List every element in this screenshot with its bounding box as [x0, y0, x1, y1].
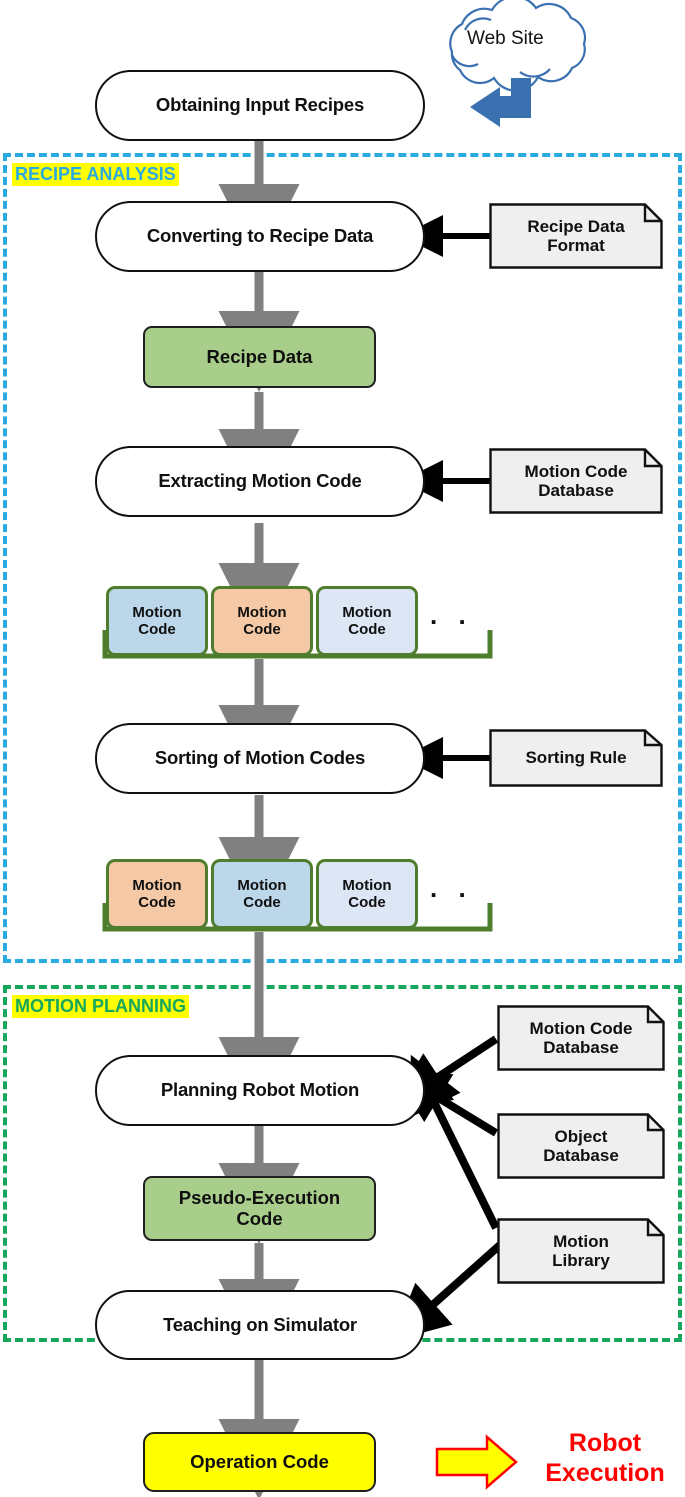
doc-motion-library[interactable]: Motion Library [497, 1218, 665, 1284]
data-label-line1: Pseudo-Execution [178, 1186, 341, 1208]
motion-code-chip[interactable]: Motion Code [211, 586, 313, 656]
chip-label-line1: Motion [237, 876, 287, 894]
data-pseudo-execution-code[interactable]: Pseudo-Execution Code [143, 1176, 376, 1241]
motion-code-row-ellipsis: . . [430, 873, 473, 903]
chip-label-line1: Motion [237, 603, 287, 621]
chip-label-line1: Motion [342, 603, 392, 621]
doc-label-line1: Motion [553, 1231, 609, 1251]
process-label: Planning Robot Motion [160, 1079, 360, 1101]
process-converting-to-recipe-data[interactable]: Converting to Recipe Data [95, 201, 425, 272]
chip-label-line2: Code [243, 894, 281, 911]
data-label-line2: Code [236, 1207, 283, 1229]
motion-code-chip[interactable]: Motion Code [106, 586, 208, 656]
doc-motion-code-database-extract[interactable]: Motion Code Database [489, 448, 663, 514]
web-site-arrow [470, 78, 531, 127]
process-label: Obtaining Input Recipes [155, 94, 365, 116]
doc-label-line2: Format [547, 236, 605, 255]
document-shape-icon [489, 203, 663, 269]
chip-label-line1: Motion [132, 603, 182, 621]
section-frame-recipe-analysis [3, 153, 682, 963]
doc-label-line1: Motion Code [524, 461, 628, 481]
process-planning-robot-motion[interactable]: Planning Robot Motion [95, 1055, 425, 1126]
chip-label-line1: Motion [342, 876, 392, 894]
motion-code-row-ellipsis: . . [430, 600, 473, 630]
doc-label-line2: Database [543, 1146, 619, 1165]
data-label: Operation Code [190, 1450, 329, 1472]
motion-code-chip[interactable]: Motion Code [316, 859, 418, 929]
motion-code-chip[interactable]: Motion Code [316, 586, 418, 656]
doc-label-line2: Database [543, 1038, 619, 1057]
data-label: Recipe Data [206, 345, 313, 367]
doc-recipe-data-format[interactable]: Recipe Data Format [489, 203, 663, 269]
doc-label-line1: Sorting Rule [525, 748, 627, 768]
motion-code-chip[interactable]: Motion Code [106, 859, 208, 929]
chip-label-line2: Code [348, 621, 386, 638]
chip-label-line2: Code [138, 894, 176, 911]
process-sorting-of-motion-codes[interactable]: Sorting of Motion Codes [95, 723, 425, 794]
section-label-motion-planning: MOTION PLANNING [12, 995, 189, 1018]
doc-label-line2: Library [552, 1251, 610, 1270]
chip-label-line2: Code [243, 621, 281, 638]
robot-execution-arrow [435, 1434, 518, 1490]
document-shape-icon [489, 729, 663, 787]
document-shape-icon [489, 448, 663, 514]
doc-label-line1: Object [554, 1126, 608, 1146]
process-teaching-on-simulator[interactable]: Teaching on Simulator [95, 1290, 425, 1360]
document-shape-icon [497, 1005, 665, 1071]
robot-execution-line2: Execution [545, 1459, 665, 1487]
process-label: Sorting of Motion Codes [154, 747, 366, 769]
doc-sorting-rule[interactable]: Sorting Rule [489, 729, 663, 787]
process-extracting-motion-code[interactable]: Extracting Motion Code [95, 446, 425, 517]
chip-label-line1: Motion [132, 876, 182, 894]
process-label: Teaching on Simulator [163, 1313, 357, 1335]
document-shape-icon [497, 1113, 665, 1179]
process-label: Extracting Motion Code [158, 470, 362, 492]
data-operation-code[interactable]: Operation Code [143, 1432, 376, 1492]
cloud-label: Web Site [467, 28, 544, 49]
motion-code-chip[interactable]: Motion Code [211, 859, 313, 929]
chip-label-line2: Code [138, 621, 176, 638]
doc-motion-code-database-planning[interactable]: Motion Code Database [497, 1005, 665, 1071]
robot-execution-line1: Robot [568, 1429, 642, 1457]
doc-object-database[interactable]: Object Database [497, 1113, 665, 1179]
document-shape-icon [497, 1218, 665, 1284]
robot-execution-label: Robot Execution [530, 1428, 680, 1488]
doc-label-line2: Database [538, 481, 614, 500]
data-recipe-data[interactable]: Recipe Data [143, 326, 376, 388]
chip-label-line2: Code [348, 894, 386, 911]
process-obtaining-input-recipes[interactable]: Obtaining Input Recipes [95, 70, 425, 141]
doc-label-line1: Motion Code [529, 1018, 633, 1038]
doc-label-line1: Recipe Data [527, 216, 625, 236]
process-label: Converting to Recipe Data [146, 225, 374, 247]
section-label-recipe-analysis: RECIPE ANALYSIS [12, 163, 179, 186]
